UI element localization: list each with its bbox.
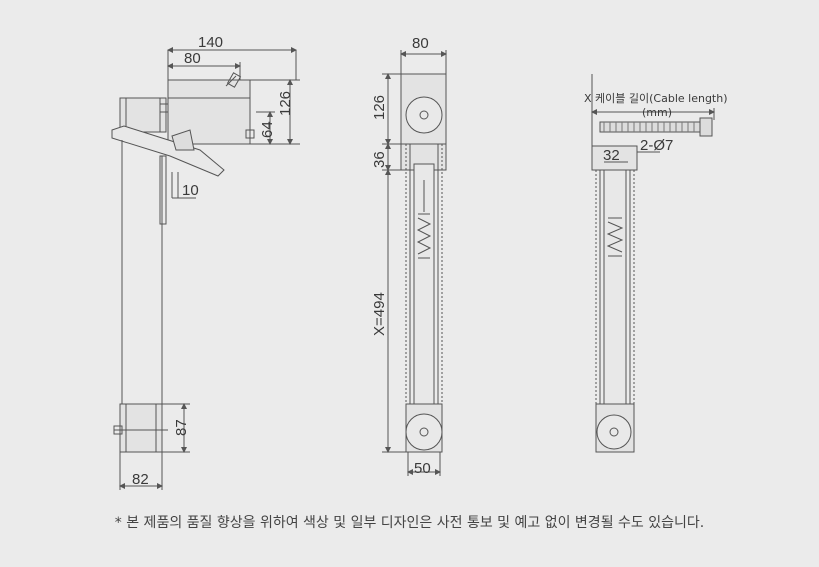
cable-unit-label: (mm) bbox=[642, 106, 672, 119]
rear-dim-holes: 2-Ø7 bbox=[640, 137, 673, 154]
side-view-labels: 140 80 126 64 10 87 82 bbox=[132, 34, 294, 488]
side-dim-126: 126 bbox=[277, 91, 294, 116]
side-dim-10: 10 bbox=[182, 182, 199, 199]
footnote: * 본 제품의 품질 향상을 위하여 색상 및 일부 디자인은 사전 통보 및 … bbox=[114, 515, 705, 531]
side-dim-82: 82 bbox=[132, 471, 149, 488]
rear-view-labels: X 케이블 길이(Cable length) (mm) 32 2-Ø7 bbox=[584, 92, 728, 164]
side-view bbox=[111, 47, 300, 490]
front-dim-80: 80 bbox=[412, 35, 429, 52]
rear-dim-32: 32 bbox=[603, 147, 620, 164]
side-dim-87: 87 bbox=[173, 419, 190, 436]
side-dim-140: 140 bbox=[198, 34, 223, 51]
cable-length-label: X 케이블 길이(Cable length) bbox=[584, 92, 728, 105]
front-dim-126: 126 bbox=[371, 95, 388, 120]
front-dim-36: 36 bbox=[371, 151, 388, 168]
front-dim-travel: X=494 bbox=[371, 292, 388, 336]
side-dim-64: 64 bbox=[259, 121, 276, 138]
front-view bbox=[382, 50, 447, 476]
rear-view bbox=[591, 74, 715, 453]
side-dim-80: 80 bbox=[184, 50, 201, 67]
front-view-labels: 80 126 36 X=494 50 bbox=[371, 35, 431, 477]
front-dim-50: 50 bbox=[414, 460, 431, 477]
